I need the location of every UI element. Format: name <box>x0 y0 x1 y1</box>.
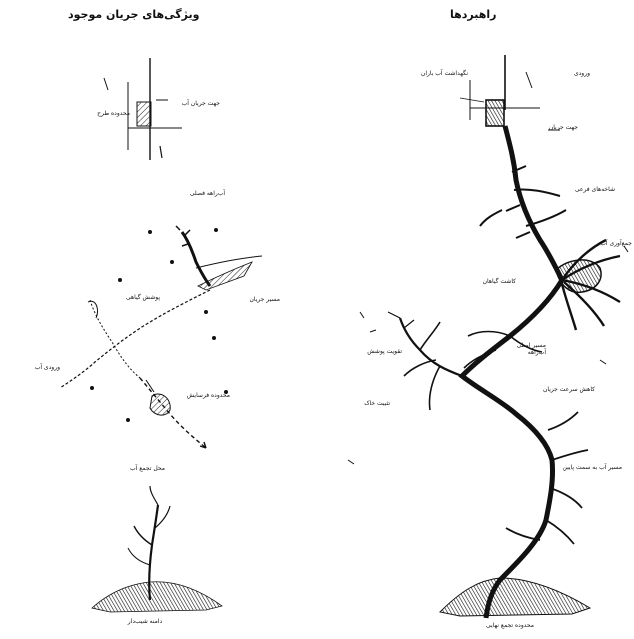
right-label: کاهش سرعت جریان <box>525 386 595 393</box>
right-site-diagram <box>460 55 560 130</box>
right-label: تثبیت خاک <box>350 400 390 407</box>
left-label: آب‌راهه فصلی <box>180 190 235 197</box>
left-label: پوشش گیاهی <box>110 294 160 301</box>
left-label: مسیر جریان <box>235 296 280 303</box>
right-label: مسیر اصلی آب‌راهه <box>506 342 546 356</box>
right-label: محدوده تجمع نهایی <box>470 622 550 629</box>
left-label: دامنه شیب‌دار <box>115 618 175 625</box>
right-label: مسیر آب به سمت پایین <box>552 464 622 471</box>
right-label: ورودی <box>540 70 590 77</box>
right-label: جهت جریان <box>548 124 578 131</box>
left-label: جهت جریان آب <box>165 100 220 107</box>
right-label: نگهداشت آب باران <box>418 70 468 77</box>
left-label: ورودی آب <box>12 364 60 371</box>
right-label: شاخه‌های فرعی <box>570 186 615 193</box>
left-label: محل تجمع آب <box>125 465 170 472</box>
left-site-diagram <box>104 58 182 160</box>
left-label: محدوده طرح <box>80 110 130 117</box>
right-label: جمع‌آوری آب <box>598 240 632 247</box>
right-main-channel <box>348 126 628 618</box>
left-stream-sketch <box>60 226 262 448</box>
right-label: کاشت گیاهان <box>466 278 516 285</box>
left-label: محدوده فرسایش <box>175 392 230 399</box>
right-label: تقویت پوشش <box>350 348 402 355</box>
left-bottom-sketch <box>92 486 222 612</box>
